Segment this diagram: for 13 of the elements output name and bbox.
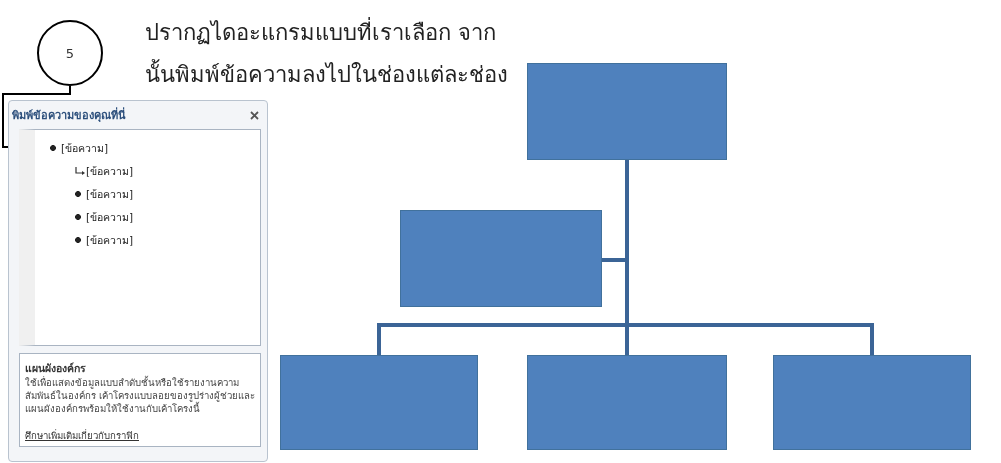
org-chart-box — [280, 355, 478, 450]
callout-number: 5 — [37, 20, 103, 86]
text-pane-window — [8, 100, 268, 462]
learn-more-link: ศึกษาเพิ่มเติมเกี่ยวกับกราฟิก — [25, 428, 139, 443]
pane-title: พิมพ์ข้อความของคุณที่นี่ — [12, 106, 126, 124]
org-chart-box — [773, 355, 971, 450]
org-chart-box — [400, 210, 602, 307]
org-chart-box — [527, 63, 727, 160]
description-text: ใช้เพื่อแสดงข้อมูลแบบลำดับชั้นหรือใช้รายงานความสัมพันธ์ในองค์กร เค้าโครงแบบลอยของรูปร่างผู้ช่วยและแผนผังองค์กรพร้อมให้ใช้งานกับเค้าโครงนี้ — [25, 376, 257, 415]
org-chart-box — [527, 355, 727, 450]
description-box — [19, 353, 261, 447]
instruction-text: ปรากฏไดอะแกรมแบบที่เราเลือก จากนั้นพิมพ์ข้อความลงไปในช่องแต่ละช่อง — [145, 12, 520, 96]
description-heading: แผนผังองค์กร — [25, 361, 87, 376]
